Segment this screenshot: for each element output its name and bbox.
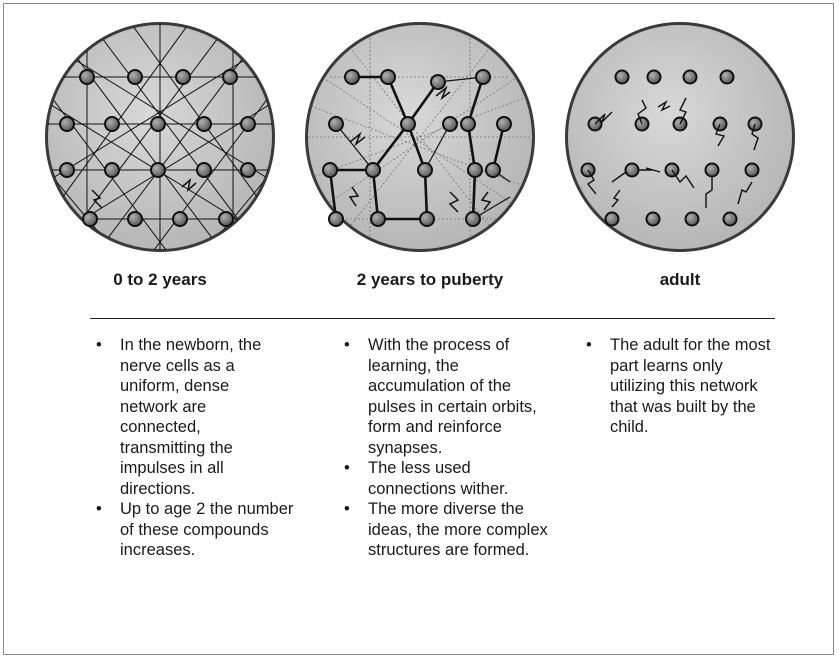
- stage-label-newborn: 0 to 2 years: [113, 270, 207, 289]
- bullet-list-newborn: In the newborn, the nerve cells as a uni…: [92, 335, 302, 561]
- disc-newborn: [45, 22, 275, 252]
- disc-adult: [565, 22, 795, 252]
- bullet-list-childhood: With the process of learning, the accumu…: [340, 335, 560, 561]
- bullet-item: The less used connections wither.: [340, 458, 553, 499]
- bullet-item: Up to age 2 the number of these compound…: [92, 499, 300, 561]
- bullet-item: The adult for the most part learns only …: [582, 335, 780, 438]
- stage-label-adult: adult: [659, 270, 701, 289]
- bullet-item: The more diverse the ideas, the more com…: [340, 499, 548, 561]
- neural-network-diagram: [45, 22, 795, 252]
- disc-childhood: [305, 22, 535, 252]
- bullet-item: With the process of learning, the accumu…: [340, 335, 560, 458]
- bullet-item: In the newborn, the nerve cells as a uni…: [92, 335, 280, 499]
- bullet-list-adult: The adult for the most part learns only …: [582, 335, 792, 438]
- divider-rule: [90, 318, 775, 319]
- stage-label-childhood: 2 years to puberty: [356, 270, 504, 289]
